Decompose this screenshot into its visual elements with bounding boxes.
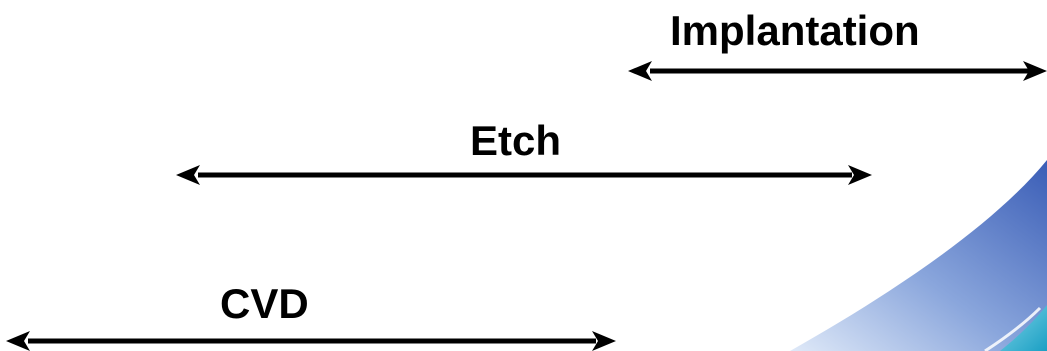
decorative-swoosh: [790, 160, 1047, 351]
cvd-range-arrow: [6, 331, 616, 351]
etch-range-arrow: [176, 165, 872, 185]
implantation-range-arrow: [628, 61, 1047, 81]
etch-label: Etch: [470, 117, 562, 164]
implantation-label: Implantation: [670, 7, 920, 54]
cvd-label: CVD: [220, 280, 309, 327]
